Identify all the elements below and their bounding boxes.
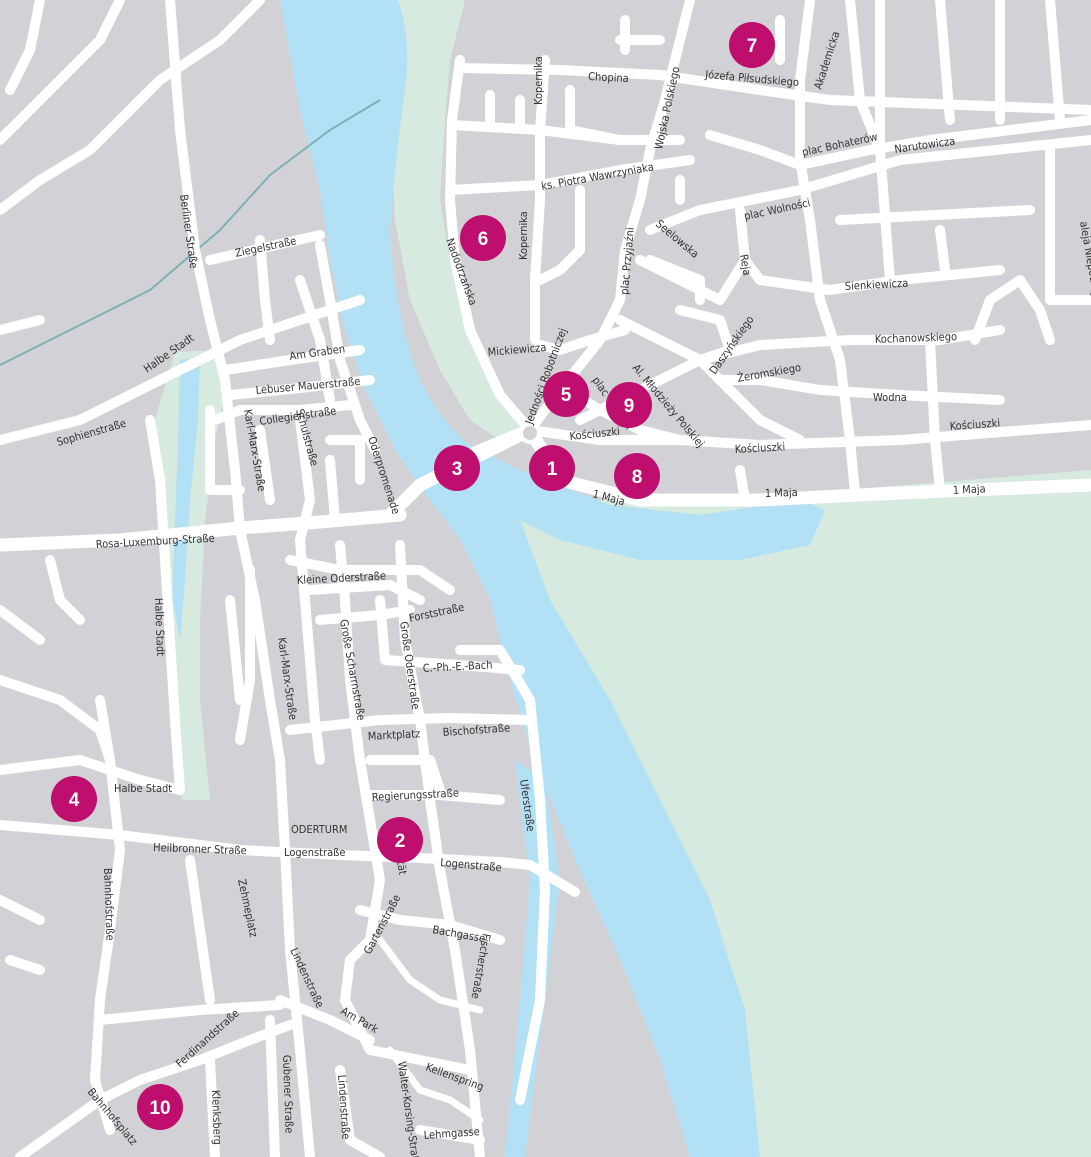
poi-marker-6[interactable]: 6 — [460, 215, 506, 261]
marker-number: 6 — [478, 229, 489, 250]
label-bahnhofstrasse: Bahnhofstraße — [101, 868, 117, 941]
label-rosa-luxemburg-strasse: Rosa-Luxemburg-Straße — [95, 532, 215, 551]
poi-markers: 1 2 3 4 5 6 7 8 — [51, 22, 775, 1130]
marker-circle — [529, 445, 575, 491]
label-chopina: Chopina — [588, 70, 629, 85]
label-halbe-stadt-w: Halbe Stadt — [152, 598, 167, 657]
poi-marker-4[interactable]: 4 — [51, 776, 97, 822]
east-riverbank-park — [495, 470, 1091, 1157]
marker-number: 5 — [561, 385, 572, 406]
label-heilbronner-strasse: Heilbronner Straße — [153, 841, 247, 857]
marker-circle — [543, 371, 589, 417]
marker-number: 7 — [747, 36, 758, 57]
label-mickiewicza: Mickiewicza — [487, 341, 547, 359]
label-lehmgasse: Lehmgasse — [423, 1125, 480, 1142]
label-logenstrasse-1: Logenstraße — [284, 846, 346, 859]
marker-circle — [51, 776, 97, 822]
poi-marker-2[interactable]: 2 — [377, 817, 423, 863]
marker-circle — [614, 453, 660, 499]
marker-circle — [729, 22, 775, 68]
label-sienkiewicza: Sienkiewicza — [844, 277, 908, 293]
label-regierungsstrasse: Regierungsstraße — [371, 786, 459, 804]
roundabout — [519, 422, 541, 444]
poi-marker-10[interactable]: 10 — [137, 1084, 183, 1130]
poi-marker-3[interactable]: 3 — [434, 445, 480, 491]
label-plac-przyjazni: plac Przyjaźni — [618, 227, 637, 295]
label-1-maja-3: 1 Maja — [952, 482, 985, 497]
label-kleine-oderstrasse: Kleine Oderstraße — [296, 569, 386, 587]
label-marktplatz: Marktplatz — [367, 727, 420, 743]
label-reja: Reja — [737, 253, 754, 276]
marker-number: 4 — [69, 790, 80, 811]
marker-number: 8 — [632, 467, 643, 488]
label-gubener-strasse: Gubener Straße — [280, 1055, 296, 1134]
marker-number: 2 — [395, 831, 406, 852]
marker-circle — [606, 382, 652, 428]
label-kopernika-n: Kopernika — [532, 56, 545, 105]
marker-number: 1 — [547, 459, 558, 480]
label-logenstrasse-2: Logenstraße — [440, 856, 502, 874]
label-kosciuszki-2: Kościuszki — [734, 440, 785, 456]
label-lindenstrasse-2: Lindenstraße — [335, 1074, 352, 1139]
label-bischofstrasse: Bischofstraße — [442, 721, 510, 739]
north-riverbank-park — [390, 0, 525, 440]
poi-marker-7[interactable]: 7 — [729, 22, 775, 68]
label-kosciuszki-1: Kościuszki — [569, 425, 621, 443]
poi-marker-8[interactable]: 8 — [614, 453, 660, 499]
marker-circle — [377, 817, 423, 863]
marker-number: 10 — [149, 1098, 170, 1119]
marker-number: 3 — [452, 459, 463, 480]
label-klenksberg: Klenksberg — [209, 1090, 224, 1145]
label-wodna: Wodna — [873, 391, 907, 404]
marker-number: 9 — [624, 396, 635, 417]
park-pond — [172, 358, 200, 640]
label-kochanowskiego: Kochanowskiego — [875, 330, 958, 346]
marker-circle — [460, 215, 506, 261]
label-oderturm: ODERTURM — [291, 823, 347, 836]
label-1-maja-2: 1 Maja — [765, 486, 798, 500]
poi-marker-5[interactable]: 5 — [543, 371, 589, 417]
stream-nw — [0, 99, 381, 366]
marker-circle — [137, 1084, 183, 1130]
oder-river — [280, 0, 825, 1157]
label-kosciuszki-3: Kościuszki — [949, 417, 1000, 433]
marker-circle — [434, 445, 480, 491]
poi-marker-9[interactable]: 9 — [606, 382, 652, 428]
label-cph-e-bach: C.-Ph.-E.-Bach — [422, 658, 492, 675]
poi-marker-1[interactable]: 1 — [529, 445, 575, 491]
label-kopernika-s: Kopernika — [517, 211, 530, 260]
label-halbe-stadt-sw: Halbe Stadt — [114, 782, 172, 795]
